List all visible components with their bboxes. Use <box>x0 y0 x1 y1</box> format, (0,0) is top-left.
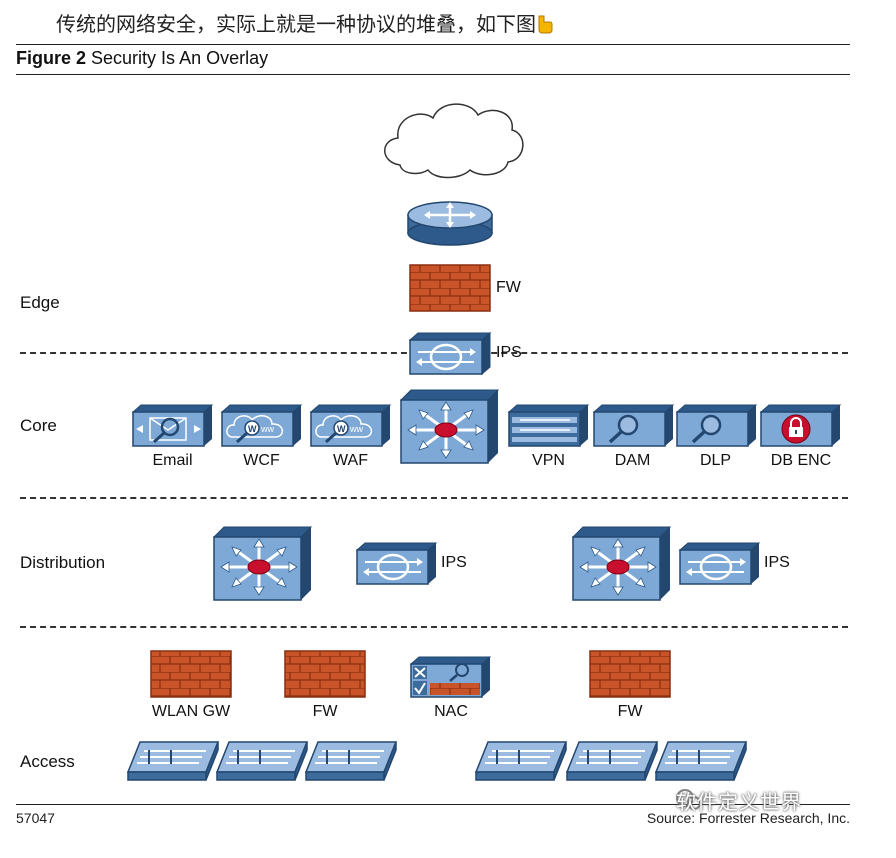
caption-label: 传统的网络安全，实际上就是一种协议的堆叠，如下图 <box>56 12 536 36</box>
distribution-switch-right-icon <box>571 526 672 601</box>
access-switch-6-icon <box>655 741 747 781</box>
dam-label: DAM <box>614 452 651 469</box>
waf-label: WAF <box>333 452 368 469</box>
divider-core-distribution <box>20 497 848 499</box>
svg-text:W: W <box>337 424 346 434</box>
email-gateway-icon <box>131 404 214 447</box>
distribution-ips-left-icon <box>355 542 438 585</box>
top-rule <box>16 44 850 45</box>
caption-text: 传统的网络安全，实际上就是一种协议的堆叠，如下图 <box>56 8 554 37</box>
distribution-switch-left-icon <box>212 526 313 601</box>
layer-label-core: Core <box>20 416 57 435</box>
layer-label-access: Access <box>20 752 75 771</box>
access-firewall-left-icon <box>284 650 366 698</box>
router-icon <box>407 201 493 246</box>
figure-number: Figure 2 <box>16 48 87 68</box>
wcf-icon: W ww <box>220 404 303 447</box>
distribution-ips-right-label: IPS <box>764 554 790 571</box>
svg-text:W: W <box>248 424 257 434</box>
access-switch-2-icon <box>216 741 308 781</box>
bottom-rule <box>16 804 850 805</box>
email-label: Email <box>152 452 193 469</box>
source-credit: Source: Forrester Research, Inc. <box>646 810 850 826</box>
wlan-gateway-firewall-icon <box>150 650 232 698</box>
waf-icon: W ww <box>309 404 392 447</box>
db-encryption-icon <box>759 404 842 447</box>
access-switch-1-icon <box>127 741 219 781</box>
watermark-text: 软件定义世界 <box>676 790 802 814</box>
distribution-ips-left-label: IPS <box>441 554 467 571</box>
nac-label: NAC <box>434 703 468 720</box>
watermark-logo-icon <box>676 789 701 810</box>
figure-title: Figure 2 Security Is An Overlay <box>16 48 268 69</box>
vpn-icon <box>507 404 590 447</box>
edge-ips-icon <box>408 331 492 376</box>
figure-title-text: Security Is An Overlay <box>91 48 269 68</box>
dlp-label: DLP <box>699 452 732 469</box>
pointing-hand-icon <box>536 14 554 34</box>
access-fw-right-label: FW <box>617 703 643 720</box>
svg-text:ww: ww <box>349 424 363 434</box>
svg-text:ww: ww <box>260 424 274 434</box>
dlp-icon <box>675 404 758 447</box>
access-firewall-right-icon <box>589 650 671 698</box>
wcf-label: WCF <box>243 452 280 469</box>
title-rule <box>16 74 850 75</box>
db-enc-label: DB ENC <box>770 452 832 469</box>
divider-distribution-access <box>20 626 848 628</box>
edge-fw-label: FW <box>496 279 521 296</box>
wlan-gw-label: WLAN GW <box>151 703 231 720</box>
edge-ips-label: IPS <box>496 344 522 361</box>
figure-id: 57047 <box>16 810 55 826</box>
access-switch-3-icon <box>305 741 397 781</box>
internet-cloud-icon <box>384 103 524 179</box>
access-fw-left-label: FW <box>312 703 338 720</box>
access-switch-4-icon <box>475 741 567 781</box>
layer-label-distribution: Distribution <box>20 553 106 572</box>
nac-icon <box>409 656 492 698</box>
dam-icon <box>592 404 675 447</box>
layer-label-edge: Edge <box>20 293 60 312</box>
core-switch-icon <box>399 389 500 464</box>
distribution-ips-right-icon <box>678 542 761 585</box>
edge-firewall-icon <box>409 264 491 312</box>
vpn-label: VPN <box>532 452 565 469</box>
access-switch-5-icon <box>566 741 658 781</box>
